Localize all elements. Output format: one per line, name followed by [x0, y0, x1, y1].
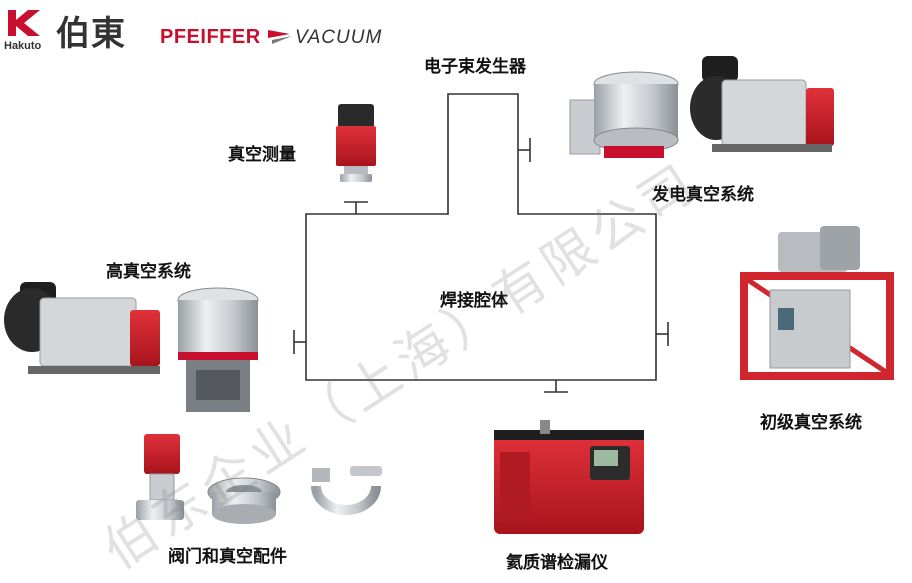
- clamp-image: [311, 466, 382, 515]
- valves-fittings-label: 阀门和真空配件: [168, 547, 287, 567]
- rough-vacuum-system-label: 初级真空系统: [760, 413, 862, 433]
- port-top-left: [344, 201, 368, 214]
- hakuto-k-icon: [8, 10, 40, 36]
- leak-detector-image: [494, 420, 644, 534]
- electron-beam-gun-label: 电子束发生器: [424, 57, 526, 77]
- hakuto-chinese-name: 伯東: [56, 14, 126, 54]
- chamber-outline: [305, 93, 657, 381]
- vacuum-gauge-image: [336, 104, 376, 182]
- vacuum-gauge-label: 真空测量: [228, 145, 296, 165]
- pfeiffer-wordmark: PFEIFFER: [160, 26, 261, 48]
- valve-image: [136, 434, 184, 520]
- high-vacuum-system-label: 高真空系统: [106, 262, 191, 282]
- port-bottom: [544, 380, 568, 393]
- flange-image: [207, 477, 281, 524]
- high-vacuum-rotary-pump-image: [4, 282, 160, 374]
- power-vacuum-turbo-image: [569, 71, 679, 158]
- welding-chamber-label: 焊接腔体: [440, 291, 508, 311]
- vacuum-wordmark: VACUUM: [295, 27, 383, 48]
- port-right: [656, 322, 669, 346]
- high-vacuum-turbo-pump-image: [177, 287, 259, 412]
- pfeiffer-swoosh-icon: [268, 30, 292, 44]
- power-vacuum-rotary-pump-image: [690, 56, 834, 152]
- rough-vacuum-system-image: [740, 226, 894, 380]
- power-vacuum-system-label: 发电真空系统: [652, 185, 754, 205]
- port-left: [293, 330, 306, 354]
- hakuto-wordmark: Hakuto: [4, 40, 42, 52]
- leak-detector-label: 氦质谱检漏仪: [506, 553, 608, 573]
- port-gun-right: [518, 138, 531, 162]
